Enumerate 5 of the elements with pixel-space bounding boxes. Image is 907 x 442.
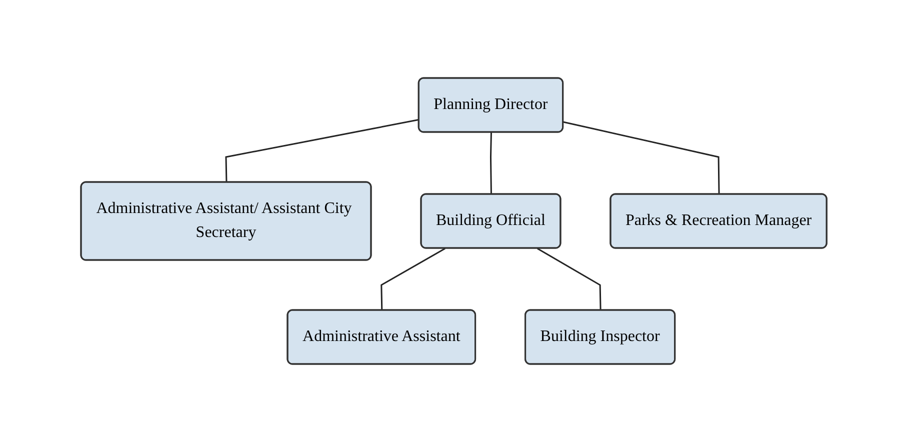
connector: [536, 248, 601, 311]
connector: [224, 118, 419, 183]
connector: [490, 132, 492, 195]
connector: [380, 248, 446, 311]
connector: [562, 121, 720, 195]
